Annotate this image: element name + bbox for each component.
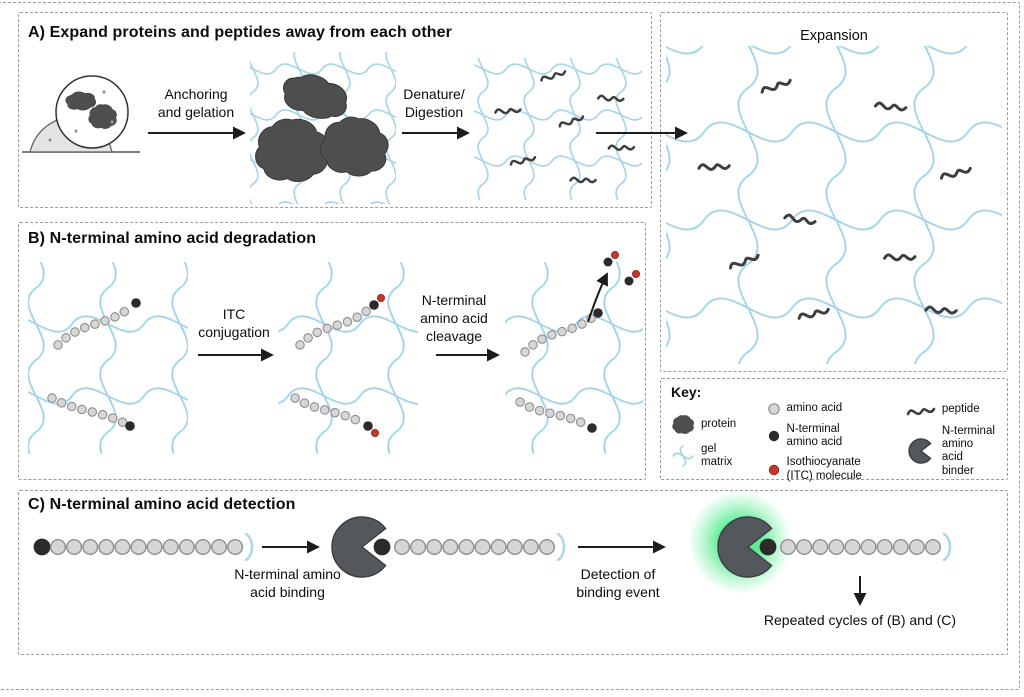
key-item-gel-matrix: gel matrix xyxy=(671,443,755,469)
key-item-n-terminal: N-terminal amino acid xyxy=(767,423,894,449)
n-terminal-binder-icon xyxy=(908,438,932,465)
key-label-peptide: peptide xyxy=(941,403,980,416)
panel-a-border xyxy=(18,12,652,208)
key-label-gel-matrix: gel matrix xyxy=(701,443,733,469)
amino-acid-icon xyxy=(767,403,780,415)
panel-b-title: B) N-terminal amino acid degradation xyxy=(28,230,317,247)
panel-a-title: A) Expand proteins and peptides away fro… xyxy=(28,24,452,41)
key-panel: Key: protein gel matrix amino xyxy=(660,378,1008,483)
key-item-protein: protein xyxy=(671,414,755,436)
itc-molecule-icon xyxy=(768,464,779,475)
detection-label: Detection of binding event xyxy=(576,566,660,600)
key-label-itc: Isothiocyanate (ITC) molecule xyxy=(786,456,862,482)
key-label-n-terminal: N-terminal amino acid xyxy=(786,423,843,449)
key-item-binder: N-terminal amino acid binder xyxy=(906,425,997,478)
key-label-amino-acid: amino acid xyxy=(786,402,843,415)
gel-matrix-icon xyxy=(672,445,694,468)
anchoring-gelation-label: Anchoring and gelation xyxy=(157,86,235,120)
key-item-peptide: peptide xyxy=(906,402,997,418)
denature-digestion-label: Denature/ Digestion xyxy=(403,86,465,120)
expansion-title: Expansion xyxy=(800,28,868,44)
peptide-icon xyxy=(906,407,936,416)
cleavage-label: N-terminal amino acid cleavage xyxy=(420,292,488,344)
repeated-cycles-label: Repeated cycles of (B) and (C) xyxy=(763,612,957,628)
itc-conjugation-label: ITC conjugation xyxy=(198,306,270,340)
panel-c-border xyxy=(18,490,1008,655)
key-item-itc: Isothiocyanate (ITC) molecule xyxy=(767,456,894,482)
binding-label: N-terminal amino acid binding xyxy=(234,566,341,600)
n-terminal-amino-acid-icon xyxy=(768,431,779,442)
expansion-panel-border xyxy=(660,12,1008,372)
key-label-binder: N-terminal amino acid binder xyxy=(941,425,995,477)
key-legend: protein gel matrix amino acid N- xyxy=(671,402,997,483)
key-label-protein: protein xyxy=(701,418,737,431)
panel-c-title: C) N-terminal amino acid detection xyxy=(28,496,296,513)
key-item-amino-acid: amino acid xyxy=(767,402,894,416)
protein-icon xyxy=(672,415,694,434)
panel-b-border xyxy=(18,222,646,480)
key-title: Key: xyxy=(671,384,702,400)
